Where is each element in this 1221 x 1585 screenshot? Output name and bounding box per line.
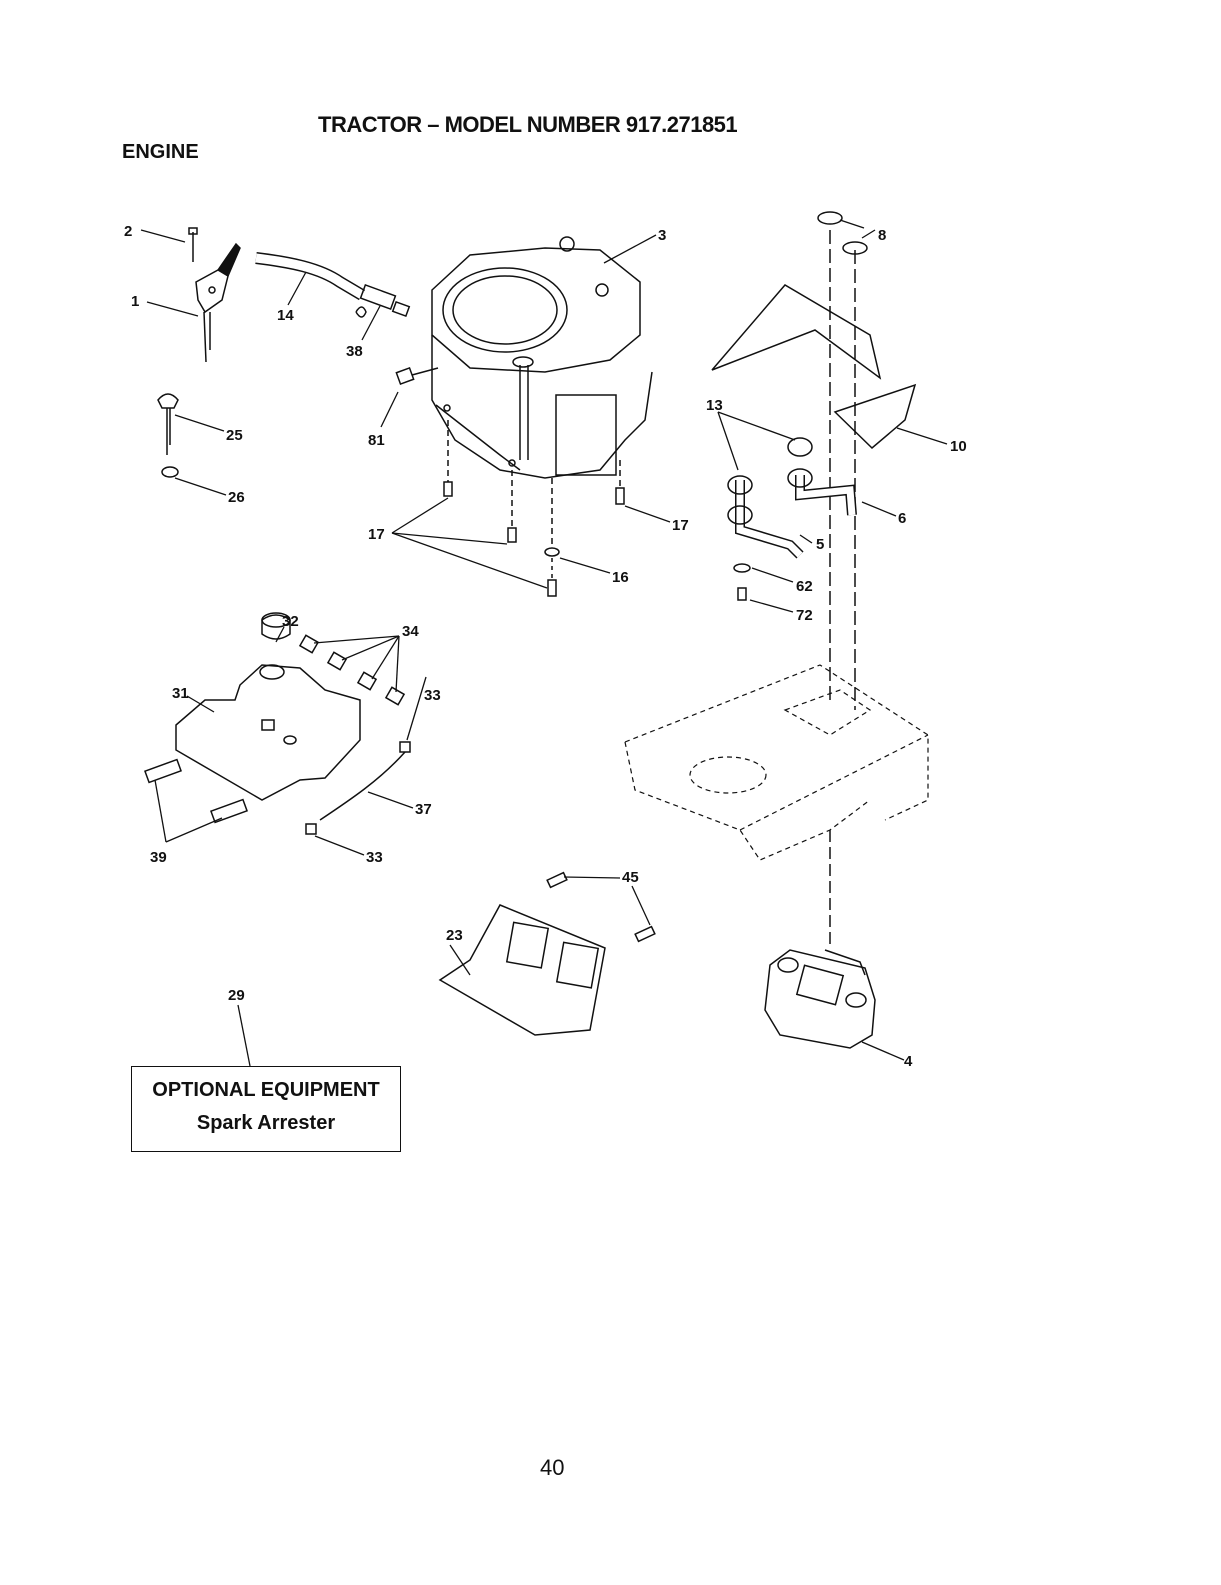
- callout-81: 81: [368, 432, 385, 449]
- tractor-frame-part: [625, 665, 928, 860]
- callout-16: 16: [612, 569, 629, 586]
- heat-shield-part: [440, 873, 655, 1035]
- callout-39: 39: [150, 849, 167, 866]
- callout-8: 8: [878, 227, 886, 244]
- throttle-control-part: [189, 228, 240, 362]
- engine-part: [432, 237, 652, 478]
- callout-1: 1: [131, 293, 139, 310]
- callout-37: 37: [415, 801, 432, 818]
- muffler-part: [765, 830, 875, 1048]
- muffler-bracket-part: [712, 212, 915, 710]
- callout-6: 6: [898, 510, 906, 527]
- air-cleaner-cover-part: [145, 613, 410, 834]
- callout-3: 3: [658, 227, 666, 244]
- callout-33-top: 33: [424, 687, 441, 704]
- callout-5: 5: [816, 536, 824, 553]
- callout-62: 62: [796, 578, 813, 595]
- callout-33-bottom: 33: [366, 849, 383, 866]
- callout-25: 25: [226, 427, 243, 444]
- callout-34: 34: [402, 623, 419, 640]
- callout-72: 72: [796, 607, 813, 624]
- callout-17-left: 17: [368, 526, 385, 543]
- callout-38: 38: [346, 343, 363, 360]
- exhaust-pipe-part: [728, 438, 852, 600]
- callout-32: 32: [282, 613, 299, 630]
- callout-4: 4: [904, 1053, 913, 1070]
- callout-leader-lines: [141, 220, 947, 1066]
- callout-14: 14: [277, 307, 294, 324]
- callout-23: 23: [446, 927, 463, 944]
- callout-29: 29: [228, 987, 245, 1004]
- callout-2: 2: [124, 223, 132, 240]
- callout-45: 45: [622, 869, 639, 886]
- page-number: 40: [540, 1455, 564, 1481]
- callout-17-right: 17: [672, 517, 689, 534]
- callout-10: 10: [950, 438, 967, 455]
- optional-equipment-item: Spark Arrester: [132, 1112, 400, 1135]
- dipstick-part: [158, 394, 178, 477]
- callout-13: 13: [706, 397, 723, 414]
- callout-26: 26: [228, 489, 245, 506]
- callout-31: 31: [172, 685, 189, 702]
- optional-equipment-box: OPTIONAL EQUIPMENT Spark Arrester: [131, 1066, 401, 1152]
- optional-equipment-heading: OPTIONAL EQUIPMENT: [132, 1079, 400, 1102]
